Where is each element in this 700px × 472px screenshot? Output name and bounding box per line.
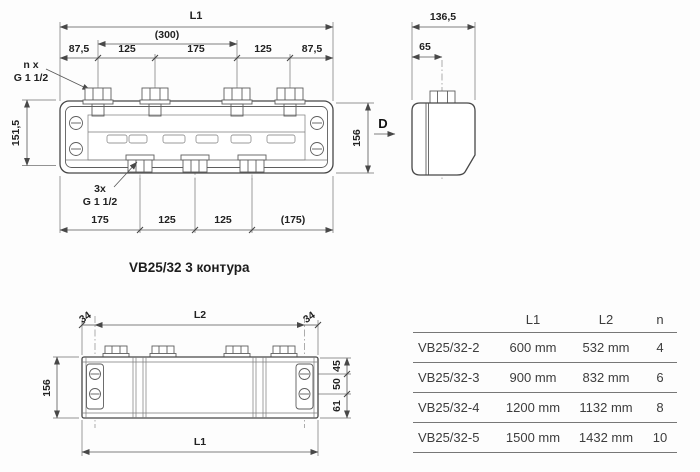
bottom-port-count-label: 3x	[94, 183, 106, 195]
cell-l1: 1500 mm	[505, 430, 561, 445]
rear-top-nuts	[102, 345, 298, 358]
bottom-fitting-3	[237, 154, 267, 173]
dim-l1-rear-label: L1	[194, 436, 206, 448]
cell-l1: 600 mm	[509, 340, 557, 355]
cell-l2: 1432 mm	[578, 430, 634, 445]
cell-model: VB25/32-5	[418, 430, 480, 445]
drawing-caption: VB25/32 3 контура	[129, 260, 250, 275]
table-row: VB25/32-4 1200 mm 1132 mm 8	[413, 393, 677, 423]
bottom-fitting-2	[180, 154, 210, 173]
dim-65-label: 65	[419, 41, 431, 53]
top-fitting-1	[82, 87, 114, 117]
dim-175-top: 175	[187, 43, 205, 55]
manifold-body-side	[411, 90, 476, 176]
cell-l2: 532 mm	[582, 340, 630, 355]
rear-body-inner-lines	[82, 357, 318, 418]
header-n: n	[656, 311, 664, 327]
bottom-port-leader	[113, 161, 138, 188]
port-leader-line	[45, 68, 91, 91]
spec-table-header-row: L1 L2 n	[413, 306, 677, 333]
dim-61-label: 61	[331, 400, 343, 412]
top-row-ticks	[94, 54, 294, 62]
manifold-body-rear	[81, 345, 319, 419]
dim-156-rear-label: 156	[41, 379, 53, 397]
cell-n: 8	[656, 400, 664, 415]
rear-34-ticks	[78, 321, 322, 329]
table-row: VB25/32-3 900 mm 832 mm 6	[413, 363, 677, 393]
cell-l1: 900 mm	[509, 370, 557, 385]
port-count-label: n x	[23, 59, 38, 71]
cell-model: VB25/32-4	[418, 400, 480, 415]
dim-l1-label: L1	[190, 10, 203, 22]
cell-l2: 1132 mm	[579, 400, 633, 415]
header-l1: L1	[525, 311, 541, 327]
side-body-outline	[411, 102, 476, 176]
spec-table: L1 L2 n VB25/32-2 600 mm 532 mm 4 VB25/3…	[413, 306, 677, 453]
side-view: 136,5 65	[411, 11, 476, 180]
cell-model: VB25/32-3	[418, 370, 480, 385]
corner-screws	[69, 116, 324, 156]
cell-n: 6	[656, 370, 664, 385]
table-row: VB25/32-5 1500 mm 1432 mm 10	[413, 423, 677, 453]
cell-l2: 832 mm	[582, 370, 630, 385]
side-fitting-nut	[428, 90, 457, 104]
dim-125-b: 125	[254, 43, 272, 55]
dim-151-5-label: 151,5	[10, 120, 22, 146]
dim-34-right-label: 34	[301, 309, 318, 326]
cell-n: 10	[652, 430, 668, 445]
dim-175-paren: (175)	[281, 214, 306, 226]
rear-body-outline	[81, 356, 319, 419]
bottom-fittings	[125, 154, 267, 173]
hole-stack-ticks	[343, 370, 351, 398]
dim-175-bottom: 175	[91, 214, 109, 226]
dim-87-5-left: 87,5	[69, 43, 90, 55]
dim-l2-label: L2	[194, 309, 206, 321]
port-thread-label: G 1 1/2	[14, 72, 49, 84]
dim-87-5-right: 87,5	[302, 43, 323, 55]
top-fittings	[82, 87, 306, 117]
dim-125-bottom-a: 125	[158, 214, 176, 226]
dim-125-a: 125	[118, 43, 136, 55]
bottom-port-thread-label: G 1 1/2	[83, 196, 118, 208]
dim-45-label: 45	[331, 360, 343, 372]
table-row: VB25/32-2 600 mm 532 mm 4	[413, 333, 677, 363]
top-fitting-3	[221, 87, 253, 117]
bottom-row-ticks	[136, 226, 256, 234]
cell-l1: 1200 mm	[505, 400, 561, 415]
mounting-bracket-right	[295, 363, 314, 410]
cell-n: 4	[656, 340, 664, 355]
mounting-bracket-left	[86, 363, 104, 410]
side-extension-lines	[411, 22, 476, 100]
dim-34-left-label: 34	[77, 309, 94, 326]
manifold-body-front	[59, 86, 334, 180]
dim-156-front-label: 156	[351, 129, 363, 147]
dim-125-bottom-b: 125	[214, 214, 232, 226]
dim-300-label: (300)	[155, 29, 180, 41]
cell-model: VB25/32-2	[418, 340, 480, 355]
top-fitting-2	[139, 87, 171, 117]
header-l2: L2	[598, 311, 614, 327]
top-fitting-4	[274, 87, 306, 117]
rear-view: 34 L2 34	[41, 309, 351, 456]
dim-136-5-label: 136,5	[430, 11, 456, 23]
section-d-label: D	[378, 116, 387, 131]
front-view: L1 (300) 87,5 125 175 125 87,5 n x G 1 1…	[10, 10, 396, 234]
dim-50-label: 50	[331, 378, 343, 390]
